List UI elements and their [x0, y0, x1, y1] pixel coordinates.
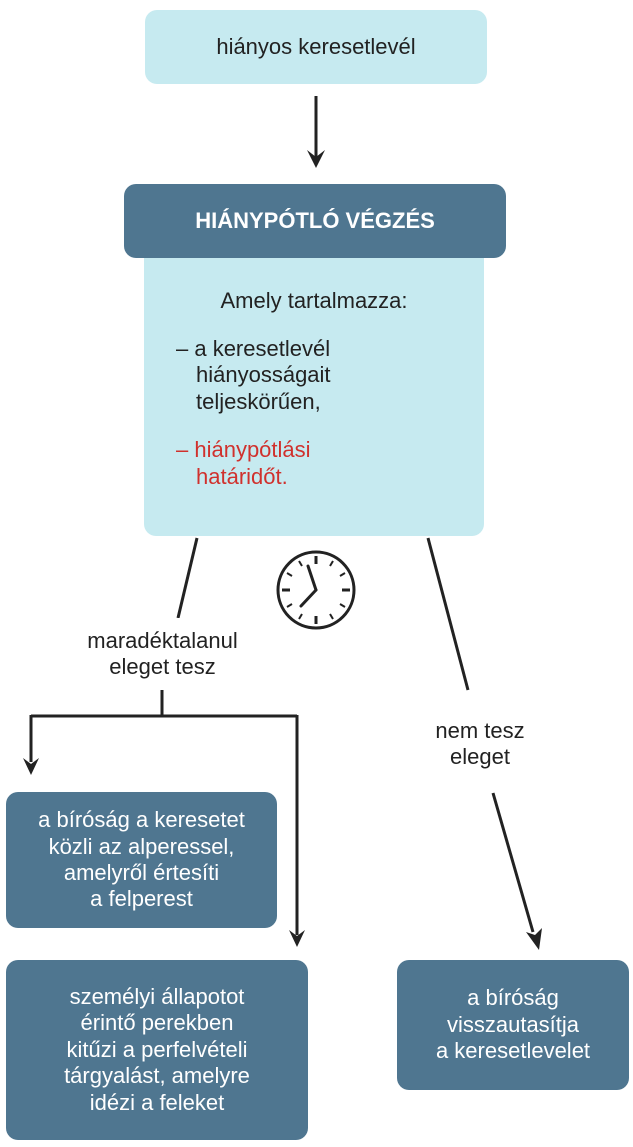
order-header-box: HIÁNYPÓTLÓ VÉGZÉS: [124, 184, 506, 258]
line-to-left-label: [176, 537, 199, 619]
outcome-reject-box: a bíróság visszautasítja a keresetlevele…: [397, 960, 629, 1090]
order-contents-item-deadline: – hiánypótlási határidőt.: [176, 437, 311, 489]
order-contents-item-defects: – a keresetlevél hiányosságait teljeskör…: [176, 336, 331, 414]
outcome-notify-box: a bíróság a keresetet közli az alperesse…: [6, 792, 277, 928]
arrowhead-start-to-order: [307, 150, 325, 168]
arrow-to-reject: [491, 792, 535, 933]
clock-icon: [276, 550, 356, 630]
label-does-not-comply: nem tesz eleget: [420, 708, 540, 780]
label-complies: maradéktalanul eleget tesz: [60, 618, 265, 690]
start-box: hiányos keresetlevél: [145, 10, 487, 84]
start-box-label: hiányos keresetlevél: [216, 34, 416, 59]
outcome-hearing-box: személyi állapotot érintő perekben kitűz…: [6, 960, 308, 1140]
arrowhead-to-hearing: [289, 930, 305, 947]
arrowhead-to-notify: [23, 758, 39, 775]
order-header-title: HIÁNYPÓTLÓ VÉGZÉS: [195, 208, 435, 233]
order-contents-box: Amely tartalmazza: – a keresetlevél hián…: [144, 232, 484, 536]
line-to-right-label: [426, 537, 470, 691]
order-contents-intro: Amely tartalmazza:: [220, 288, 408, 313]
arrowhead-to-reject: [526, 928, 542, 950]
